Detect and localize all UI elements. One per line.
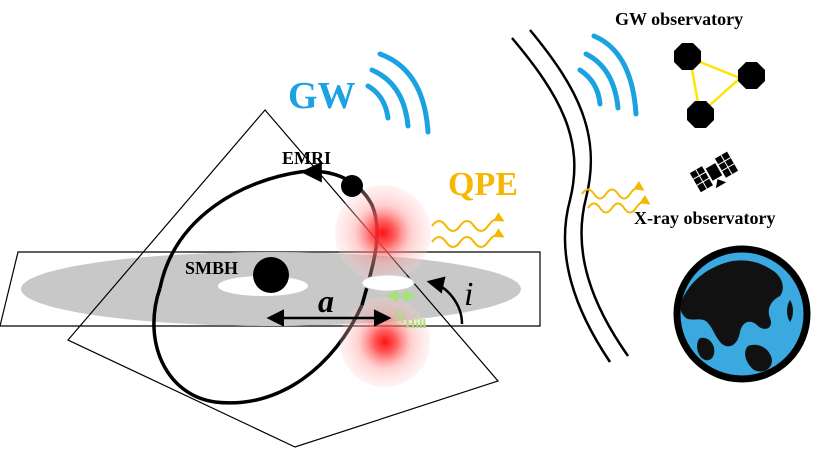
inclination-label: i [464, 276, 473, 313]
emri-orbit-lower [152, 287, 364, 405]
smbh-label: SMBH [185, 258, 238, 278]
gw-label: GW [288, 75, 356, 117]
gw-detector-icon [674, 43, 765, 128]
xray-rays-icon [581, 180, 651, 214]
gw-observatory-label: GW observatory [615, 9, 743, 29]
hill-radius-label: RHill [392, 306, 427, 331]
xray-observatory-label: X-ray observatory [634, 208, 775, 228]
satellite-icon [689, 151, 739, 193]
inclination-arc [426, 276, 464, 325]
smbh-black-hole [253, 257, 289, 293]
spacetime-curves-icon [511, 29, 630, 363]
qpe-label: QPE [448, 166, 518, 203]
earth-icon [673, 245, 811, 383]
gw-waves-icon [365, 51, 431, 135]
semi-major-axis-label: a [318, 283, 334, 319]
emri-label: EMRI [282, 148, 331, 168]
emri-object [341, 175, 363, 197]
qpe-flare-lower [340, 297, 430, 387]
qpe-flare-upper [335, 185, 431, 281]
qpe-rays-icon [431, 212, 505, 248]
gw-waves-right-icon [577, 33, 639, 117]
orbital-plane [67, 109, 500, 448]
disk-collision-spot [361, 274, 415, 292]
